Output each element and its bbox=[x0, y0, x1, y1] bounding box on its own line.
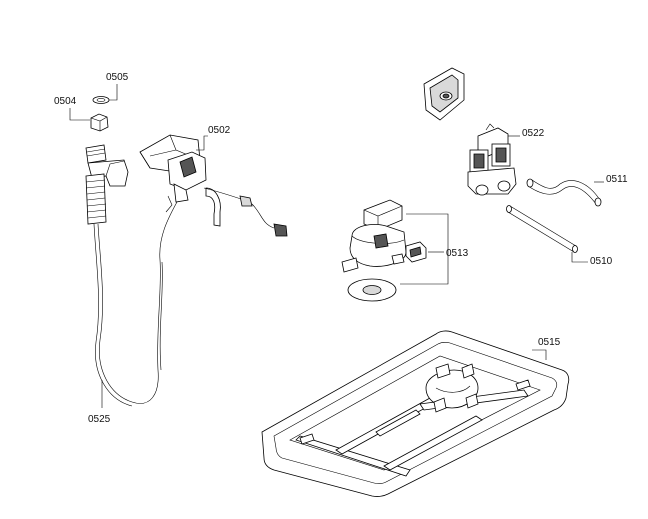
leader-0510 bbox=[571, 252, 588, 263]
label-0525: 0525 bbox=[88, 414, 111, 425]
label-0511: 0511 bbox=[606, 174, 628, 185]
leader-0513 bbox=[400, 213, 449, 285]
leader-0502 bbox=[196, 135, 208, 151]
leader-0515 bbox=[532, 349, 547, 360]
label-0505: 0505 bbox=[106, 72, 129, 83]
part-0511-curved-tube bbox=[526, 178, 602, 207]
part-mounting-clip bbox=[423, 67, 465, 121]
label-0510: 0510 bbox=[590, 256, 613, 267]
part-0505-washer bbox=[92, 96, 110, 104]
label-0515: 0515 bbox=[538, 337, 561, 348]
part-0504-nut bbox=[90, 113, 109, 132]
label-0502: 0502 bbox=[208, 125, 231, 136]
part-0510-straight-tube bbox=[506, 205, 578, 253]
part-0513-float-switch bbox=[341, 199, 427, 302]
part-0515-base-tray bbox=[261, 330, 570, 497]
label-0513: 0513 bbox=[446, 248, 469, 259]
label-0504: 0504 bbox=[54, 96, 77, 107]
part-0525-inlet-hose bbox=[85, 144, 179, 407]
part-0502-valve-assembly bbox=[139, 134, 288, 237]
label-0522: 0522 bbox=[522, 128, 545, 139]
leader-0505 bbox=[109, 84, 118, 101]
leader-0504 bbox=[69, 108, 90, 121]
part-0522-solenoid-valve bbox=[467, 123, 517, 196]
